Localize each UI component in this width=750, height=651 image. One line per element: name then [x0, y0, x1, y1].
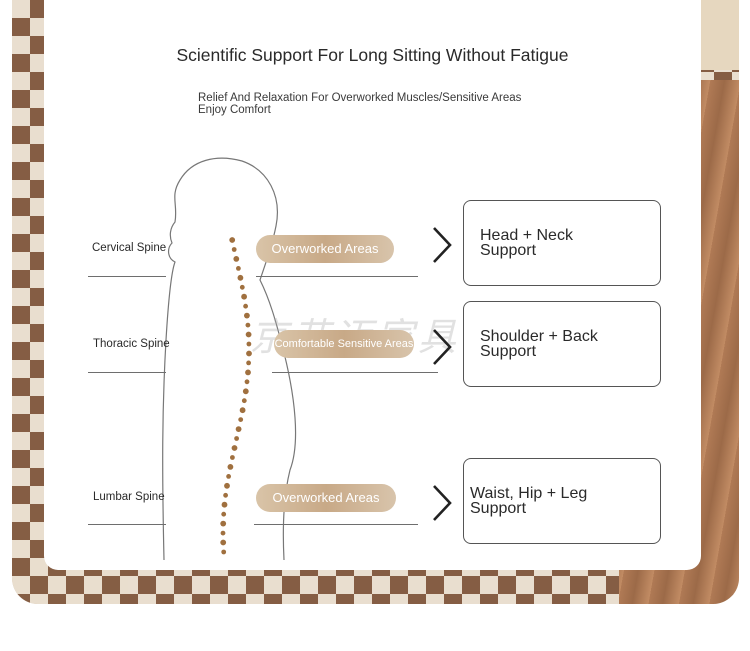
label-cervical-spine: Cervical Spine	[92, 242, 167, 254]
spine-dot	[220, 539, 227, 546]
spine-dot	[223, 492, 229, 498]
divider-line	[256, 276, 418, 277]
spine-dot	[242, 388, 249, 395]
spine-dot	[235, 426, 242, 432]
spine-dot	[220, 530, 226, 536]
support-box-shoulder-back: Shoulder + Back Support	[463, 301, 661, 387]
spine-dot	[221, 549, 227, 555]
support-box-head-neck: Head + Neck Support	[463, 200, 661, 286]
divider-line	[88, 372, 166, 373]
support-line-1: Head + Neck	[480, 227, 573, 244]
spine-dot	[244, 379, 250, 385]
spine-dot	[220, 520, 227, 527]
spine-dot	[230, 455, 235, 460]
spine-dot	[246, 341, 252, 347]
spine-dot	[234, 436, 240, 441]
divider-line	[272, 372, 438, 373]
spine-dot	[243, 303, 249, 309]
spine-dot	[221, 511, 227, 517]
spine-dot	[246, 360, 252, 366]
support-line-1: Shoulder + Back	[480, 328, 598, 345]
spine-dot	[236, 266, 241, 271]
spine-dot	[245, 322, 251, 328]
spine-dots-icon	[220, 237, 252, 555]
area-pill-thoracic: Comfortable Sensitive Areas	[274, 330, 414, 358]
spine-dot	[231, 247, 237, 252]
subtitle: Relief And Relaxation For Overworked Mus…	[198, 92, 578, 116]
page-title: Scientific Support For Long Sitting With…	[176, 45, 569, 65]
support-line-2: Support	[480, 242, 537, 259]
spine-dot	[233, 256, 240, 262]
support-line-2: Support	[480, 343, 537, 360]
subtitle-line-2: Enjoy Comfort	[198, 104, 271, 116]
spine-dot	[221, 501, 228, 508]
human-silhouette-icon	[162, 157, 297, 561]
spine-dot	[224, 482, 230, 489]
spine-dot	[241, 293, 248, 300]
label-lumbar-spine: Lumbar Spine	[93, 491, 165, 503]
divider-line	[88, 276, 166, 277]
spine-dot	[245, 331, 252, 338]
spine-dot	[238, 417, 244, 422]
spine-dot	[241, 398, 247, 404]
chevron-right-icon	[433, 329, 452, 365]
spine-dot	[226, 474, 232, 479]
spine-dot	[239, 284, 245, 290]
support-box-waist-hip-leg: Waist, Hip + Leg Support	[463, 458, 661, 544]
area-pill-lumbar: Overworked Areas	[256, 484, 396, 512]
label-thoracic-spine: Thoracic Spine	[93, 338, 170, 350]
spine-dot	[231, 445, 238, 451]
spine-dot	[227, 464, 234, 470]
info-card: Scientific Support For Long Sitting With…	[44, 0, 701, 570]
chevron-right-icon	[433, 485, 452, 521]
spine-dot	[245, 369, 251, 376]
spine-dot	[246, 350, 252, 357]
divider-line	[254, 524, 418, 525]
spine-dot	[244, 312, 250, 319]
area-pill-cervical: Overworked Areas	[256, 235, 394, 263]
chevron-right-icon	[433, 227, 452, 263]
support-line-1: Waist, Hip + Leg Support	[470, 485, 588, 517]
spine-dot	[239, 407, 246, 414]
divider-line	[88, 524, 166, 525]
subtitle-line-1: Relief And Relaxation For Overworked Mus…	[198, 92, 522, 104]
spine-dot	[237, 274, 244, 281]
spine-dot	[229, 237, 236, 243]
